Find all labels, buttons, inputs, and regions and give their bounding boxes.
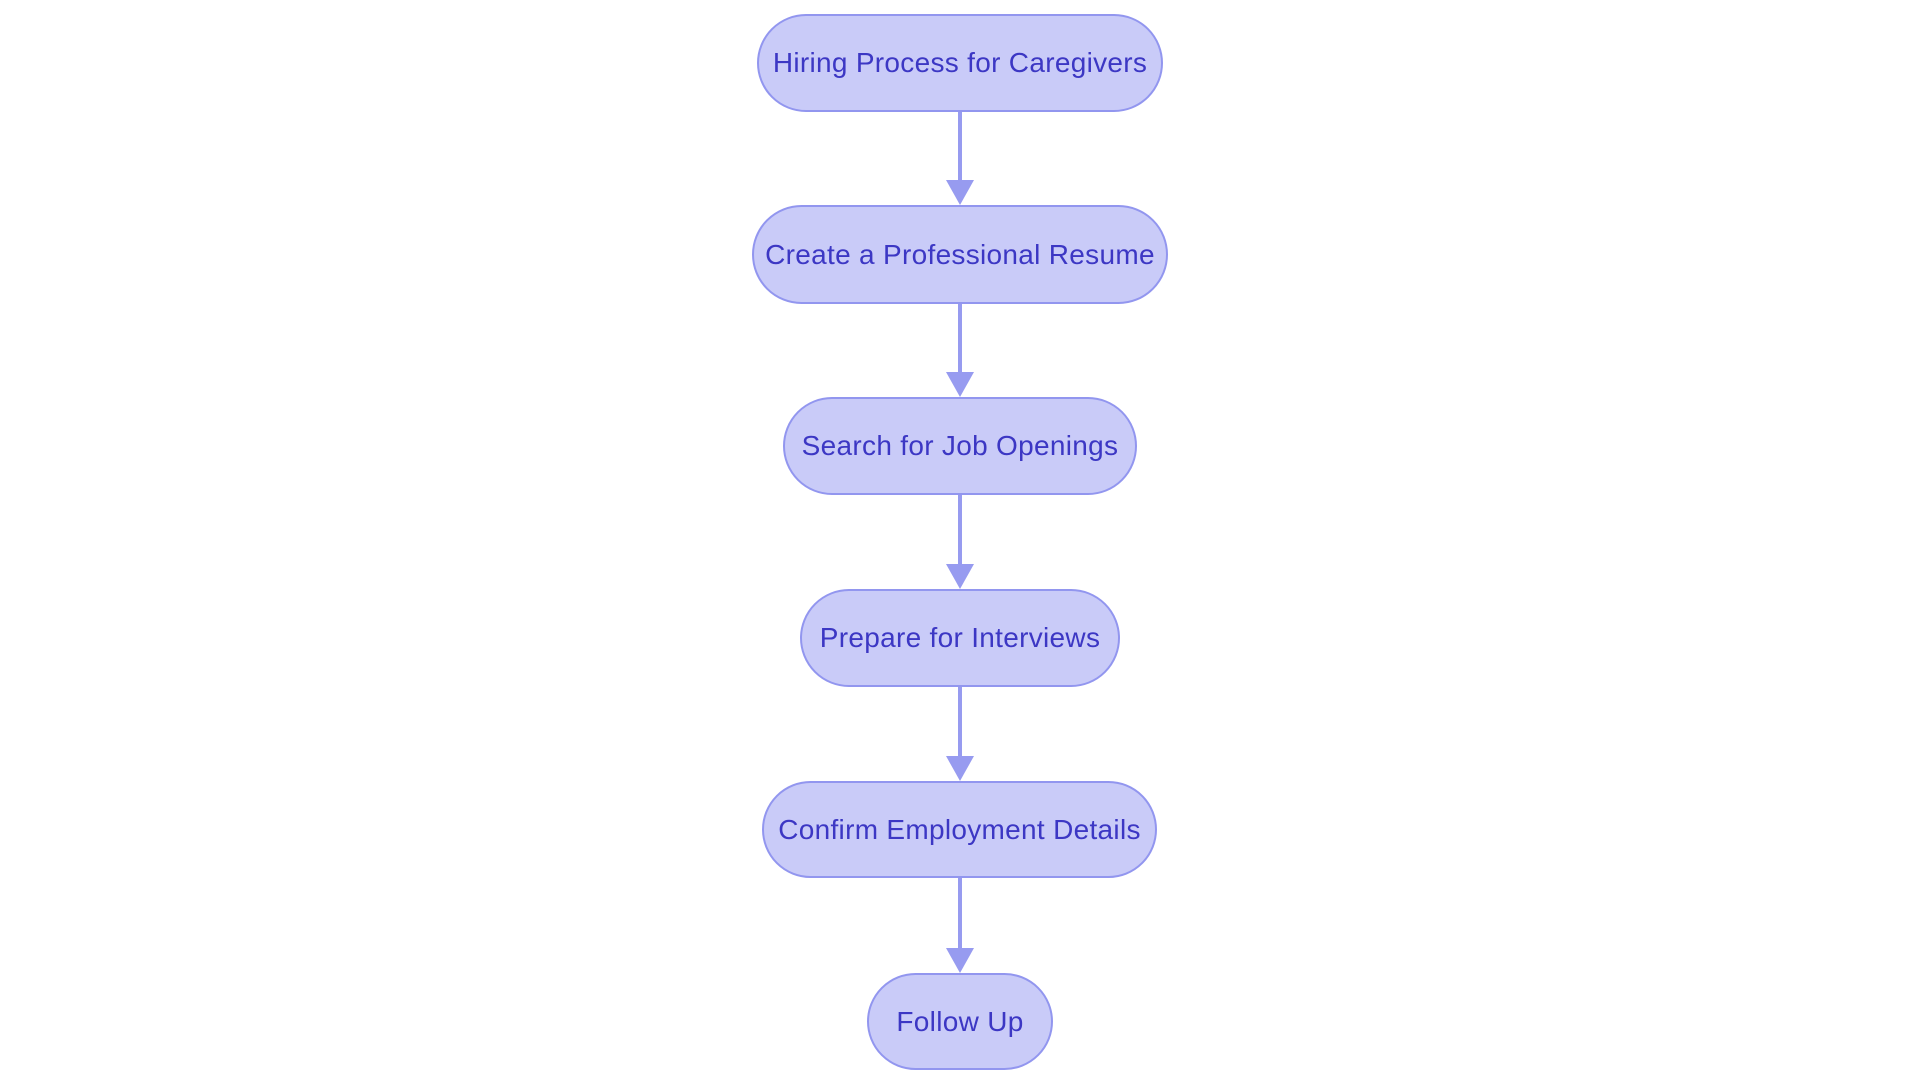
flowchart-node-interviews: Prepare for Interviews [800,589,1120,687]
arrow-down-icon [946,948,974,973]
node-label: Follow Up [896,1005,1024,1037]
arrow-down-icon [946,180,974,205]
node-label: Search for Job Openings [801,430,1119,461]
flow-arrow [946,112,974,205]
arrow-line [958,687,962,763]
flow-arrow [946,304,974,397]
arrow-line [958,495,962,571]
arrow-line [958,878,962,955]
node-label: Create a Professional Resume [765,238,1155,270]
node-label: Confirm Employment Details [778,813,1141,845]
flowchart-node-search: Search for Job Openings [783,397,1137,495]
flow-arrow [946,878,974,973]
arrow-down-icon [946,564,974,589]
arrow-down-icon [946,372,974,397]
flow-arrow [946,687,974,781]
node-label: Hiring Process for Caregivers [772,47,1148,78]
flowchart-node-followup: Follow Up [867,973,1053,1070]
arrow-down-icon [946,756,974,781]
arrow-line [958,112,962,187]
flowchart-node-start: Hiring Process for Caregivers [757,14,1163,112]
flow-arrow [946,495,974,589]
flowchart-node-resume: Create a Professional Resume [752,205,1168,304]
arrow-line [958,304,962,379]
flowchart-node-confirm: Confirm Employment Details [762,781,1157,878]
node-label: Prepare for Interviews [819,622,1101,653]
